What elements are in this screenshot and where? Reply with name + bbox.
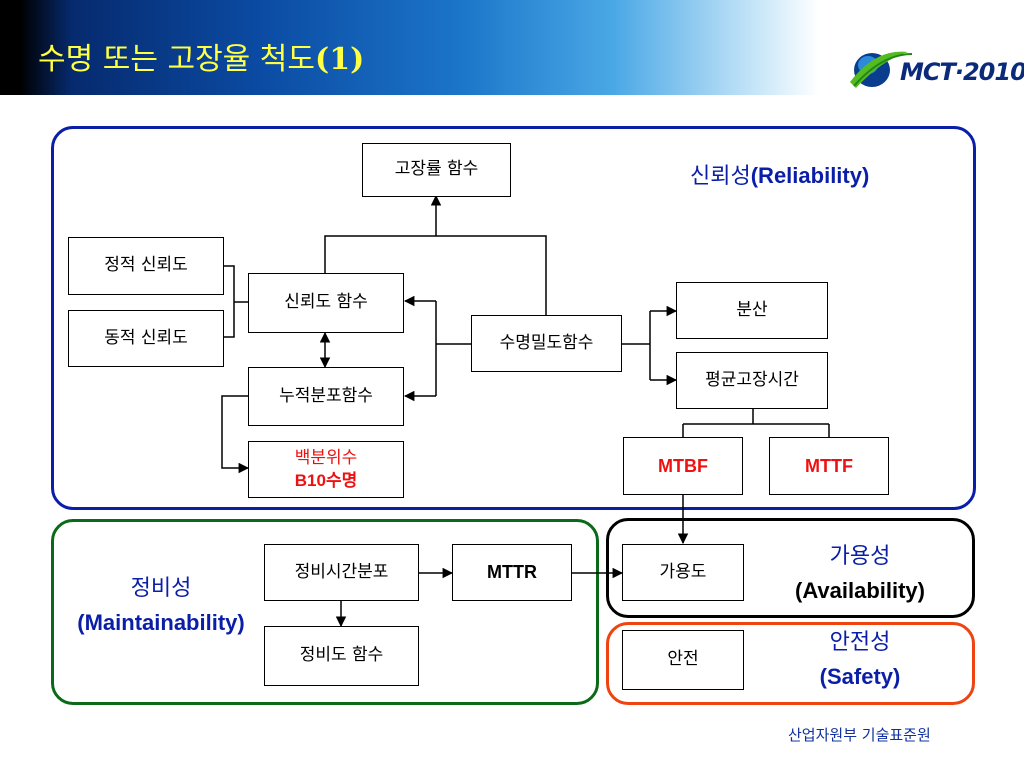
slide-title: 수명 또는 고장율 척도(1): [38, 34, 364, 78]
availability-region: [606, 518, 975, 618]
safety-label-ko: 안전성: [829, 630, 891, 655]
mttr-box: MTTR: [452, 544, 572, 601]
mttf-box: MTTF: [769, 437, 889, 495]
bracket-static-dynamic: [223, 265, 235, 338]
logo-text: MCT·2010: [900, 58, 1024, 86]
maintainability-function-box: 정비도 함수: [264, 626, 419, 686]
arrow-cdf-percentile: [221, 395, 250, 474]
safety-region: [606, 622, 975, 705]
availability-label-en: (Availability): [795, 578, 925, 603]
pdf-box: 수명밀도함수: [471, 315, 622, 372]
connector-mean-time-mtbf-mttf: [682, 409, 830, 437]
cdf-box: 누적분포함수: [248, 367, 404, 426]
mean-time-to-failure-box: 평균고장시간: [676, 352, 828, 409]
reliability-label-ko: 신뢰성: [690, 164, 751, 189]
reliability-region: [51, 126, 976, 510]
availability-label-ko: 가용성: [829, 544, 891, 569]
slide-title-text: 수명 또는 고장율 척도: [38, 42, 316, 77]
variance-box: 분산: [676, 282, 828, 339]
safety-label: 안전성 (Safety): [760, 626, 960, 695]
percentile-box: 백분위수 B10수명: [248, 441, 404, 498]
footer-organization: 산업자원부 기술표준원: [788, 726, 931, 744]
failure-rate-function-box: 고장률 함수: [362, 143, 511, 197]
safety-box: 안전: [622, 630, 744, 690]
reliability-label-en: (Reliability): [750, 163, 870, 188]
mtbf-box: MTBF: [623, 437, 743, 495]
dynamic-reliability-box: 동적 신뢰도: [68, 310, 224, 367]
maintainability-label-ko: 정비성: [130, 576, 192, 601]
logo-globe-icon: [850, 51, 913, 88]
b10-life-label: B10수명: [294, 470, 358, 490]
availability-label: 가용성 (Availability): [760, 540, 960, 609]
maintainability-label: 정비성 (Maintainability): [52, 572, 270, 641]
static-reliability-box: 정적 신뢰도: [68, 237, 224, 295]
repair-time-distribution-box: 정비시간분포: [264, 544, 419, 601]
reliability-function-box: 신뢰도 함수: [248, 273, 404, 333]
percentile-label: 백분위수: [294, 448, 358, 469]
maintainability-region: [51, 519, 599, 705]
safety-label-en: (Safety): [819, 664, 901, 689]
availability-box: 가용도: [622, 544, 744, 601]
slide-title-number: (1): [315, 42, 365, 77]
maintainability-label-en: (Maintainability): [77, 610, 245, 635]
reliability-label: 신뢰성(Reliability): [690, 158, 869, 190]
